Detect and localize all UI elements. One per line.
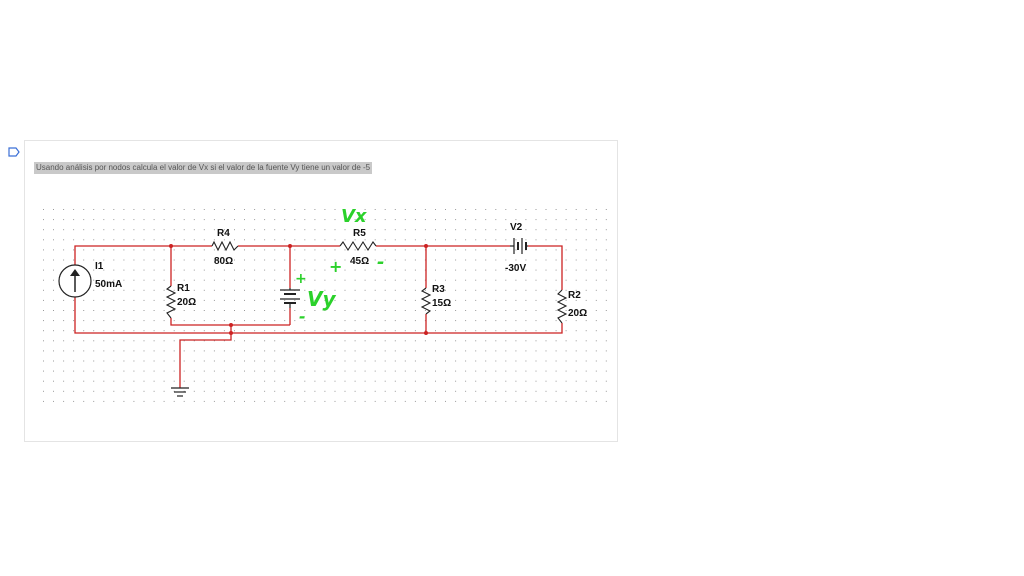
label-r4-name: R4 xyxy=(217,228,230,239)
label-r5-value: 45Ω xyxy=(350,256,369,267)
label-i1-name: I1 xyxy=(95,261,104,272)
ground-symbol xyxy=(171,387,189,397)
question-text: Usando análisis por nodos calcula el val… xyxy=(34,162,373,174)
annotation-minus-r5: - xyxy=(377,252,384,273)
resistor-r1 xyxy=(165,285,177,319)
resistor-r4 xyxy=(211,240,239,252)
speech-bubble-icon xyxy=(8,147,20,157)
annotation-vx: Vx xyxy=(341,206,368,227)
annotation-plus-vy: + xyxy=(295,271,307,287)
dot-grid xyxy=(43,209,607,402)
label-r1-value: 20Ω xyxy=(177,297,196,308)
annotation-vy: Vy xyxy=(307,287,336,311)
battery-v2 xyxy=(510,238,528,254)
wires xyxy=(74,245,563,388)
label-r3-name: R3 xyxy=(432,284,445,295)
annotation-minus-vy: - xyxy=(299,307,306,326)
label-i1-value: 50mA xyxy=(95,279,122,290)
label-r4-value: 80Ω xyxy=(214,256,233,267)
junctions xyxy=(169,244,428,335)
battery-vy xyxy=(280,288,300,308)
current-source-i1 xyxy=(58,264,92,298)
question-panel xyxy=(24,140,618,442)
label-r2-name: R2 xyxy=(568,290,581,301)
resistor-r3 xyxy=(420,287,432,315)
resistor-r2 xyxy=(556,289,568,324)
annotation-plus-r5: + xyxy=(329,257,342,276)
resistor-r5 xyxy=(339,240,377,252)
label-r2-value: 20Ω xyxy=(568,308,587,319)
label-v2-value: -30V xyxy=(505,263,526,274)
label-r5-name: R5 xyxy=(353,228,366,239)
label-r3-value: 15Ω xyxy=(432,298,451,309)
label-r1-name: R1 xyxy=(177,283,190,294)
label-v2-name: V2 xyxy=(510,222,523,233)
